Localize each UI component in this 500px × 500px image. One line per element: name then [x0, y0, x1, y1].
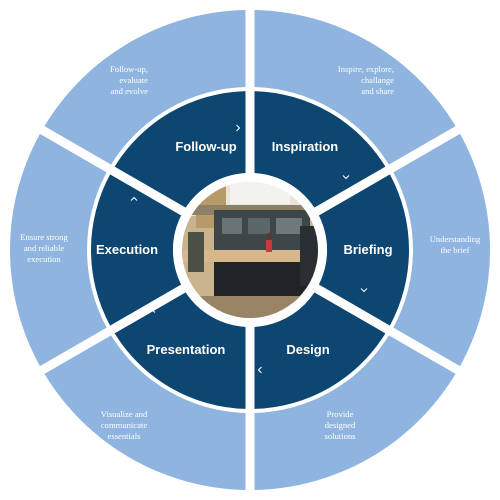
- phase-label-briefing: Briefing: [343, 242, 392, 257]
- outer-segment-briefing: [254, 335, 456, 490]
- outer-segment-presentation: [10, 133, 107, 367]
- phase-label-execution: Execution: [96, 242, 158, 257]
- outer-segment-design: [44, 335, 246, 490]
- description-line: and share: [361, 86, 394, 96]
- description-line: and reliable: [24, 243, 65, 253]
- description-line: Inspire, explore,: [338, 64, 394, 74]
- center-photo: [173, 173, 327, 327]
- phase-label-design: Design: [286, 342, 329, 357]
- description-line: evaluate: [119, 75, 148, 85]
- description-line: and evolve: [111, 86, 149, 96]
- inner-segment-design: [114, 292, 246, 409]
- description-line: Follow-up,: [110, 64, 148, 74]
- chevron-right-icon: [236, 124, 241, 132]
- outer-segment-inspiration: [393, 133, 490, 367]
- description-line: Visualize and: [101, 409, 148, 419]
- outer-segment-execution: [44, 10, 246, 165]
- phase-label-follow-up: Follow-up: [175, 139, 236, 154]
- description-line: Provide: [327, 409, 354, 419]
- chevron-up-icon: [130, 196, 138, 201]
- description-line: designed: [325, 420, 356, 430]
- inner-segment-execution: [114, 91, 246, 208]
- description-line: Ensure strong: [20, 232, 68, 242]
- phase-label-presentation: Presentation: [147, 342, 226, 357]
- outer-ring: [10, 10, 490, 490]
- description-line: execution: [27, 254, 61, 264]
- inner-segment-briefing: [254, 292, 386, 409]
- phase-label-inspiration: Inspiration: [272, 139, 339, 154]
- description-line: solutions: [324, 431, 356, 441]
- inner-ring: [91, 91, 409, 409]
- inner-segment-presentation: [91, 174, 182, 326]
- description-line: Understanding: [430, 234, 481, 244]
- chevron-left-icon: [257, 366, 262, 374]
- description-line: essentials: [108, 431, 142, 441]
- chevron-down-icon: [342, 175, 350, 180]
- chevron-down-icon: [360, 288, 368, 293]
- outer-segment-follow-up: [254, 10, 456, 165]
- description-line: the brief: [441, 245, 470, 255]
- description-line: challange: [361, 75, 394, 85]
- description-line: communicate: [101, 420, 147, 430]
- inner-segment-inspiration: [318, 174, 409, 326]
- inner-segment-follow-up: [254, 91, 386, 208]
- chevron-up-icon: [148, 308, 156, 313]
